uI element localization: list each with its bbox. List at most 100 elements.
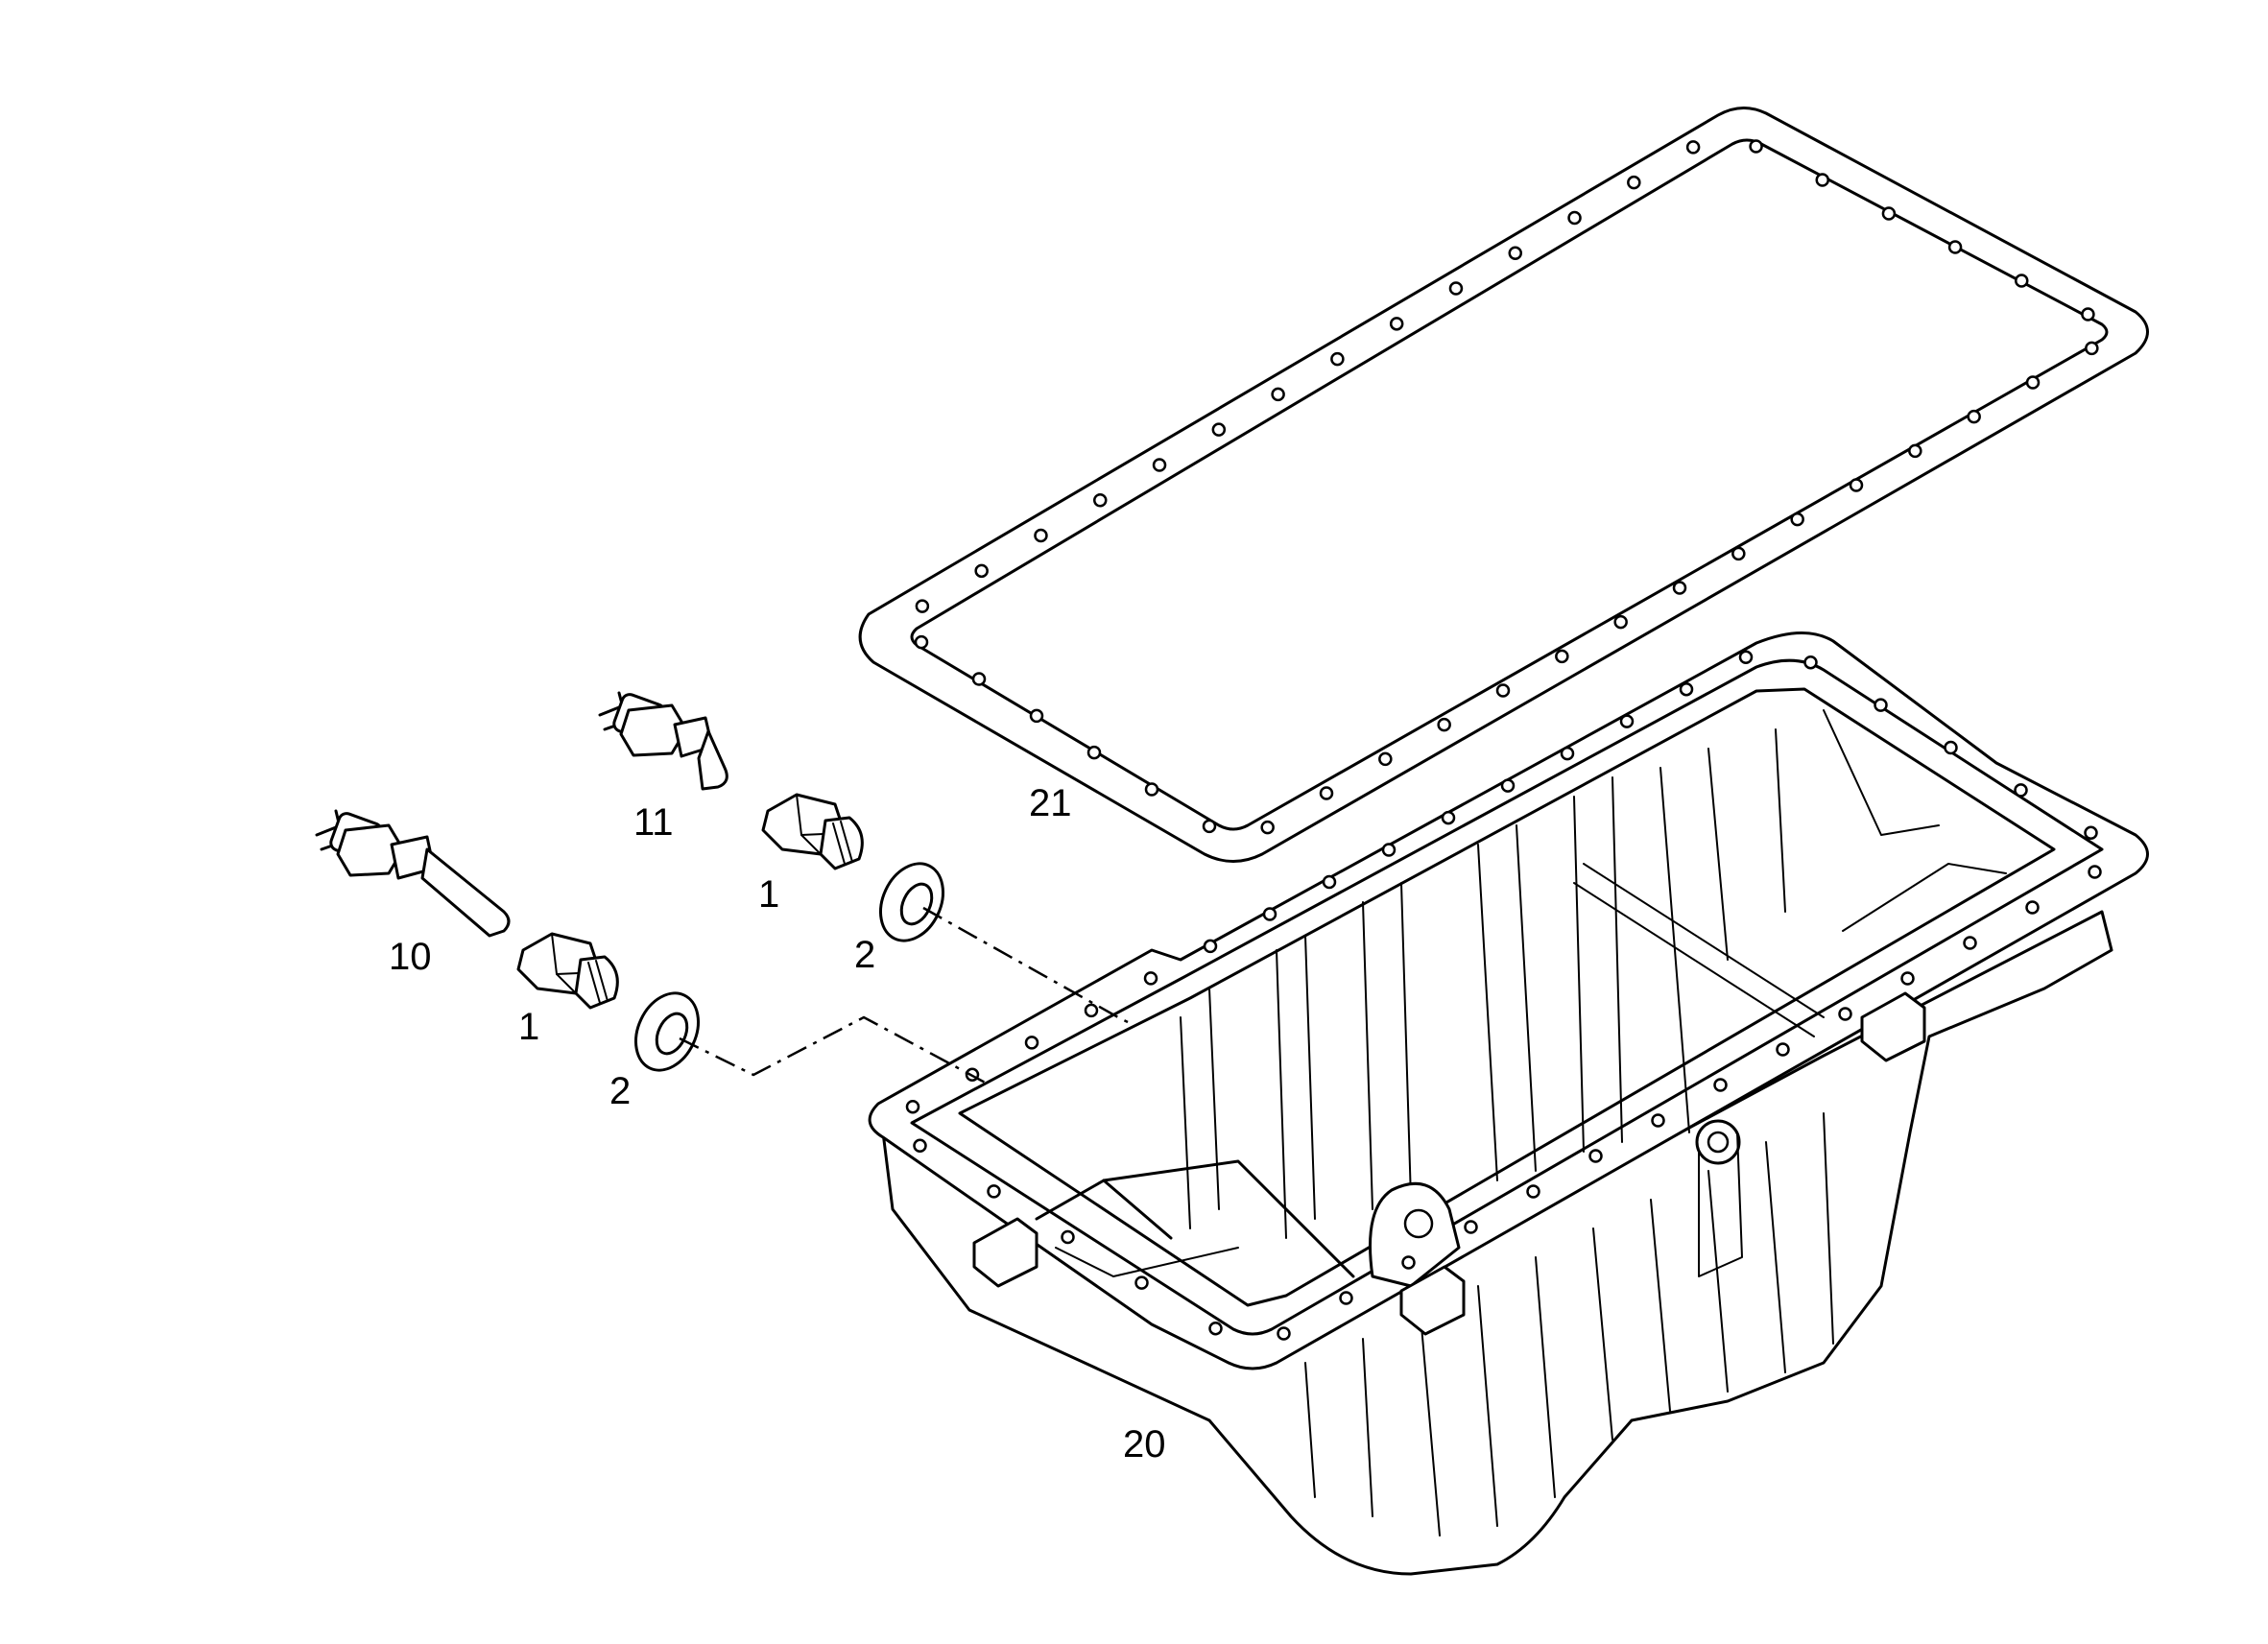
callout-21: 21 (1029, 782, 1072, 824)
bolt-hole (1203, 939, 1218, 954)
bolt-hole (1319, 786, 1334, 800)
bolt-hole (1526, 1184, 1540, 1199)
bolt-hole (1619, 714, 1635, 728)
bolt-hole (1378, 751, 1393, 767)
bolt-hole (1588, 1149, 1603, 1163)
bolt-hole (1838, 1007, 1852, 1021)
bolt-hole (1448, 281, 1464, 296)
bolt-hole (1500, 778, 1516, 793)
bolt-hole (1086, 745, 1102, 760)
short-sensor-part (598, 691, 728, 791)
bolt-hole (1963, 936, 1977, 950)
bolt-hole (2081, 307, 2095, 322)
bolt-hole (1061, 1229, 1075, 1245)
bolt-hole (1152, 458, 1167, 472)
bolt-hole (1749, 139, 1763, 154)
bolt-hole (1029, 708, 1044, 724)
bolt-hole (1134, 1275, 1149, 1290)
bolt-hole (1560, 746, 1575, 761)
lower-assembly-leader (679, 1015, 990, 1086)
bolt-hole (913, 1138, 927, 1154)
bolt-hole (2025, 900, 2040, 915)
bolt-hole (2084, 825, 2098, 841)
bolt-hole (1944, 740, 1958, 755)
bolt-hole (1776, 1042, 1790, 1057)
bolt-hole (915, 599, 930, 613)
bolt-hole (1262, 907, 1277, 921)
bolt-hole (1738, 650, 1754, 664)
bolt-hole (1144, 782, 1159, 797)
bolt-hole (1672, 581, 1687, 595)
bolt-hole (1093, 493, 1108, 508)
callout-2-lower: 2 (609, 1070, 631, 1112)
bolt-hole (2025, 375, 2041, 390)
bolt-hole (1260, 820, 1275, 835)
bolt-hole (1322, 874, 1337, 890)
long-sensor-part (315, 809, 511, 938)
bolt-hole (1651, 1113, 1665, 1128)
bolt-hole (1900, 971, 1915, 986)
callout-1-lower: 1 (518, 1006, 539, 1048)
oil-pan-part (868, 631, 2149, 1576)
upper-seal-ring-part (879, 862, 944, 942)
bolt-hole (1874, 698, 1888, 712)
lower-drain-plug-part (516, 932, 619, 1010)
bolt-hole (1815, 173, 1829, 187)
bolt-hole (1143, 971, 1158, 986)
bolt-hole (1277, 1326, 1291, 1341)
bolt-hole (1731, 546, 1746, 561)
bolt-hole (1330, 351, 1345, 367)
bolt-hole (905, 1100, 920, 1114)
bolt-hole (1508, 246, 1522, 260)
bolt-hole (1790, 512, 1804, 527)
bolt-hole (1495, 683, 1511, 698)
bolt-hole (2088, 865, 2102, 879)
bolt-hole (1803, 655, 1818, 670)
bolt-hole (1202, 819, 1217, 834)
bolt-hole (1024, 1036, 1039, 1050)
bolt-hole (914, 634, 929, 650)
bolt-hole (987, 1184, 1001, 1199)
bolt-hole (971, 672, 987, 686)
bolt-hole (974, 563, 989, 579)
bolt-hole (1679, 681, 1694, 697)
bolt-hole (1555, 649, 1569, 664)
bolt-hole (1401, 1255, 1416, 1270)
callout-11: 11 (633, 801, 674, 844)
bolt-hole (1208, 1321, 1223, 1336)
bolt-hole (1627, 175, 1641, 190)
bolt-hole (1464, 1220, 1478, 1234)
bolt-hole (1685, 140, 1701, 155)
bolt-hole (1211, 422, 1227, 437)
bolt-hole (1713, 1078, 1728, 1092)
bolt-hole (1441, 810, 1456, 825)
callout-10: 10 (389, 936, 432, 978)
oil-pan-bolt-holes (905, 650, 2102, 1341)
upper-drain-plug-part (761, 793, 864, 870)
bolt-hole (1389, 317, 1404, 331)
callout-20: 20 (1123, 1423, 1166, 1465)
bolt-hole (1881, 206, 1897, 221)
bolt-hole (2015, 274, 2029, 288)
bolt-hole (1339, 1291, 1353, 1305)
bolt-hole (1034, 528, 1048, 543)
gasket-bolt-holes (914, 139, 2099, 835)
upper-assembly-leader (922, 906, 1129, 1024)
bolt-hole (1947, 240, 1963, 254)
bolt-hole (1567, 210, 1582, 226)
bolt-hole (1271, 387, 1285, 402)
bolt-hole (1381, 843, 1397, 857)
bolt-hole (1967, 409, 1981, 424)
bolt-hole (2085, 341, 2099, 356)
bolt-hole (1908, 443, 1922, 459)
bolt-hole (2014, 783, 2028, 798)
bolt-hole (1849, 478, 1864, 492)
gasket-part (858, 107, 2149, 863)
bolt-hole (1437, 717, 1451, 732)
callout-2-upper: 2 (854, 934, 875, 976)
bolt-hole (1613, 614, 1628, 630)
lower-seal-ring-part (634, 991, 700, 1072)
callout-1-upper: 1 (758, 873, 779, 916)
bolt-hole (1084, 1003, 1099, 1018)
